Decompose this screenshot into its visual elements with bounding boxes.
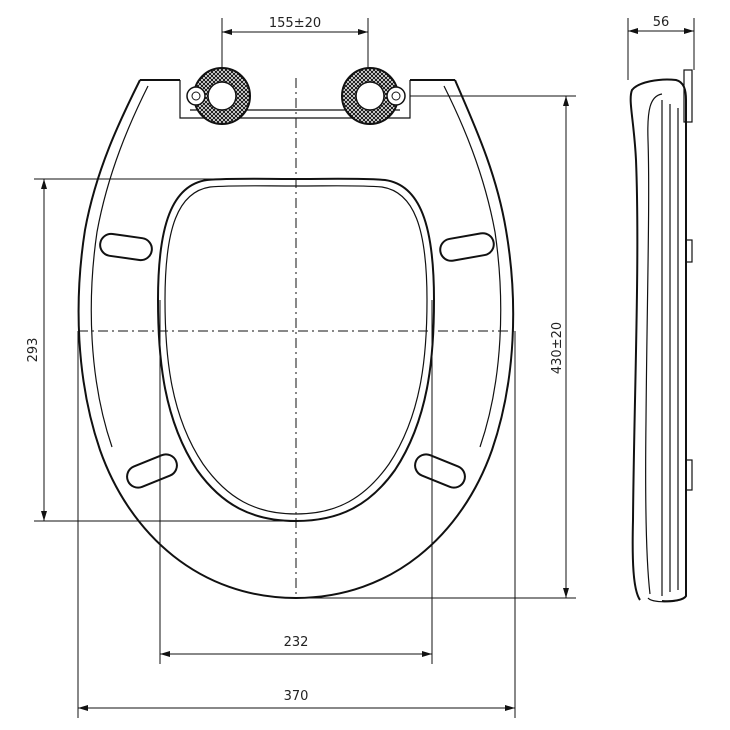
bumper-slot-top-right — [439, 232, 495, 262]
dimension-hinge-spacing: 155±20 — [221, 16, 369, 68]
bumper-slot-top-left — [99, 232, 153, 262]
dimension-inner-length: 293 — [26, 178, 296, 522]
overall-width-label: 370 — [284, 689, 309, 704]
overall-length-label: 430±20 — [550, 322, 565, 374]
inner-width-label: 232 — [284, 635, 309, 650]
dimension-inner-width: 232 — [159, 300, 433, 664]
dimension-overall-length: 430±20 — [296, 95, 576, 599]
hinge-right — [341, 67, 406, 125]
bumper-slot-bottom-left — [126, 453, 178, 489]
dimension-side-depth: 56 — [627, 15, 695, 80]
hinge-spacing-label: 155±20 — [269, 16, 321, 31]
seat-inner-opening — [156, 177, 436, 523]
dimension-overall-width: 370 — [77, 331, 516, 718]
inner-length-label: 293 — [26, 338, 41, 363]
bumper-slot-bottom-right — [414, 453, 466, 489]
side-view — [629, 69, 693, 603]
side-depth-label: 56 — [653, 15, 670, 30]
hinge-left — [186, 67, 251, 125]
